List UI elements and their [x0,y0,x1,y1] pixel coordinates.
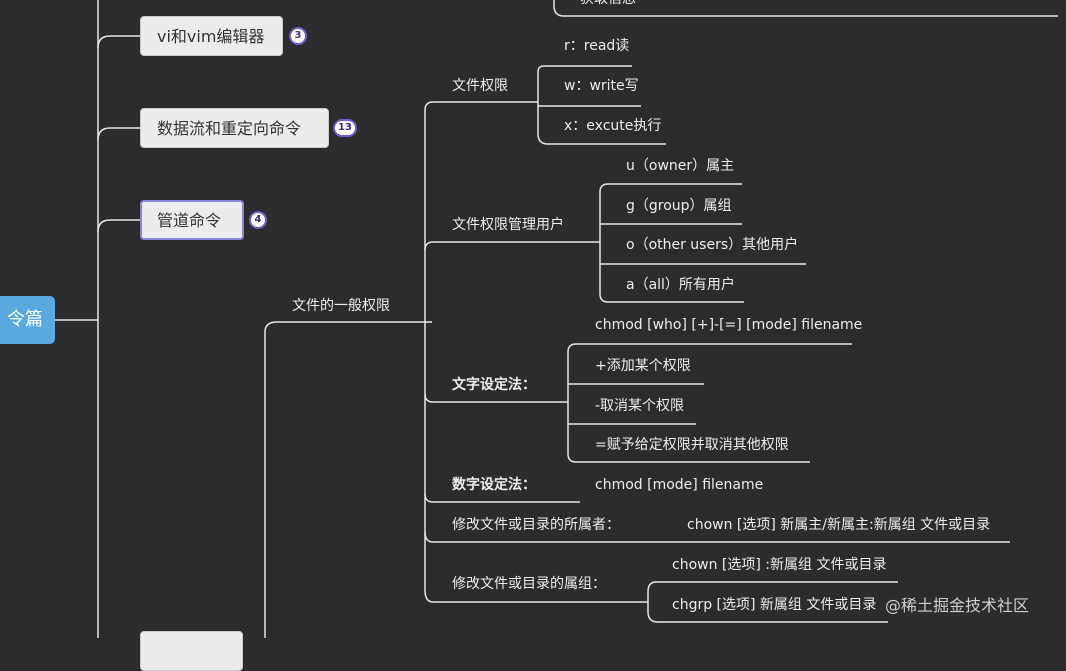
add-permission-leaf[interactable]: +添加某个权限 [595,358,691,374]
perm-read-leaf[interactable]: r：read读 [564,38,630,54]
chmod-mode-leaf[interactable]: chmod [mode] filename [595,477,764,493]
top-leaf: 获取信息 [580,0,636,9]
topic-pipe-commands[interactable]: 管道命令 [140,200,244,240]
root-node[interactable]: 令篇 [0,296,55,344]
permission-users-node[interactable]: 文件权限管理用户 [452,217,564,233]
file-permissions-node[interactable]: 文件权限 [452,78,508,94]
topic-vi-vim[interactable]: vi和vim编辑器 [140,16,283,56]
remove-permission-leaf[interactable]: -取消某个权限 [595,398,685,414]
text-method-node[interactable]: 文字设定法： [452,377,536,393]
user-owner-leaf[interactable]: u（owner）属主 [626,158,735,174]
chown-owner-leaf[interactable]: chown [选项] 新属主/新属主:新属组 文件或目录 [687,517,991,533]
topic-label: 管道命令 [157,211,222,230]
topic-count-badge[interactable]: 13 [333,119,357,137]
change-owner-node[interactable]: 修改文件或目录的所属者： [452,517,620,533]
topic-label: 数据流和重定向命令 [157,119,302,138]
perm-write-leaf[interactable]: w：write写 [564,78,639,94]
topic-count-badge[interactable]: 4 [249,211,267,229]
topic-dataflow-redirect[interactable]: 数据流和重定向命令 [140,108,329,148]
user-all-leaf[interactable]: a（all）所有用户 [626,277,735,293]
user-group-leaf[interactable]: g（group）属组 [626,198,732,214]
change-group-node[interactable]: 修改文件或目录的属组： [452,576,606,592]
perm-execute-leaf[interactable]: x：excute执行 [564,118,662,134]
numeric-method-node[interactable]: 数字设定法： [452,477,536,493]
topic-count-badge[interactable]: 3 [289,27,307,45]
watermark: @稀土掘金技术社区 [885,596,1030,615]
chown-group-leaf[interactable]: chown [选项] :新属组 文件或目录 [672,557,887,573]
chmod-syntax-leaf[interactable]: chmod [who] [+]-[=] [mode] filename [595,317,863,333]
root-label: 令篇 [7,309,43,330]
general-permissions-node[interactable]: 文件的一般权限 [292,298,390,314]
chgrp-leaf[interactable]: chgrp [选项] 新属组 文件或目录 [672,597,877,613]
connector-lines [55,0,1058,638]
topic-label: vi和vim编辑器 [157,27,265,46]
assign-permission-leaf[interactable]: =赋予给定权限并取消其他权限 [595,437,789,453]
topic-partial[interactable] [140,631,243,671]
user-other-leaf[interactable]: o（other users）其他用户 [626,237,799,253]
